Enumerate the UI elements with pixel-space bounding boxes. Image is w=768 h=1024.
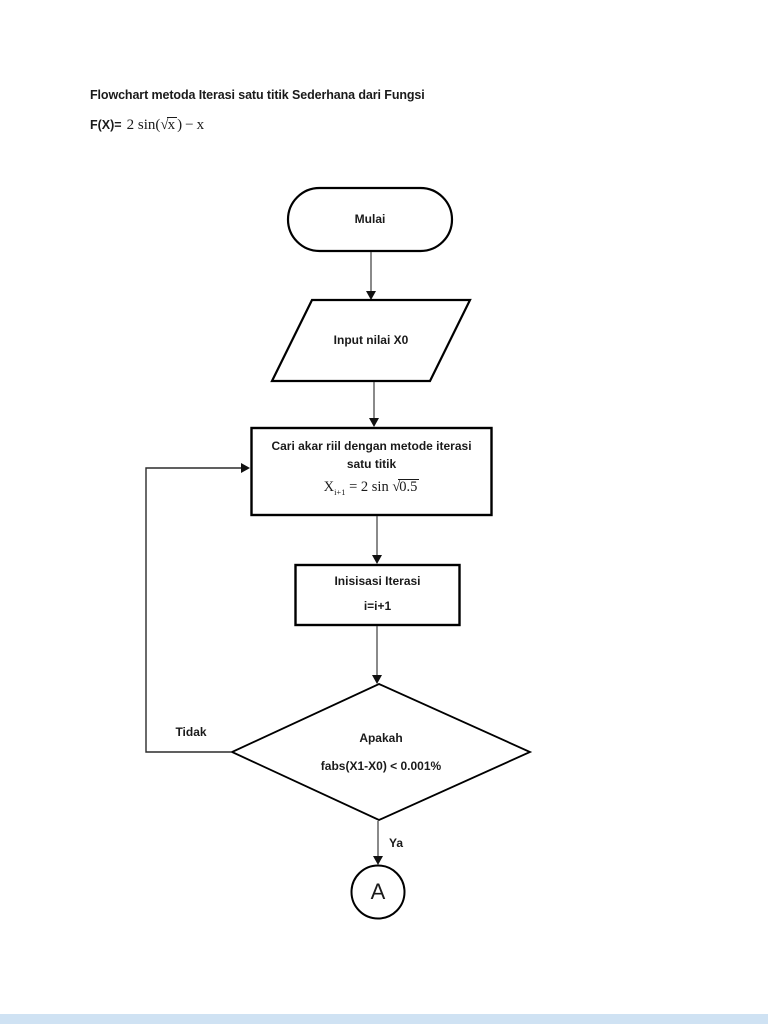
arrowhead-start-to-input-icon [366, 291, 376, 300]
process-formula-subscript: i+1 [334, 486, 346, 497]
start-terminator-shape [286, 186, 454, 253]
arrowhead-process-to-init-icon [372, 555, 382, 564]
init-line1: Inisisasi Iterasi [334, 574, 421, 588]
init-rect-text: Inisisasi Iterasi i=i+1 [295, 565, 460, 625]
page-title: Flowchart metoda Iterasi satu titik Sede… [90, 88, 425, 102]
formula-radicand: x [166, 116, 178, 133]
process-formula-var: X [323, 479, 335, 495]
function-formula: F(X)= 2 sin ( √ x ) − x [90, 112, 204, 138]
connector-circle-label: A [370, 879, 386, 904]
edge-label-tidak: Tidak [175, 725, 207, 739]
decision-line2: fabs(X1-X0) < 0.001% [320, 759, 442, 773]
process-radical-sign: √ [392, 479, 401, 495]
arrowhead-input-to-process-icon [369, 418, 379, 427]
loop-tidak-line [145, 467, 241, 753]
process-formula: Xi+1 = 2 sin √0.5 [251, 475, 492, 504]
input-parallelogram-shape [270, 298, 472, 383]
arrowhead-loop-tidak-icon [241, 463, 250, 473]
init-line2: i=i+1 [363, 599, 392, 613]
arrowhead-init-to-decision-icon [372, 675, 382, 684]
formula-open-paren: ( [155, 116, 161, 133]
formula-minus: − [185, 116, 194, 133]
formula-close-paren: ) [177, 116, 183, 133]
start-terminator-label: Mulai [354, 211, 386, 226]
page-bottom-bar [0, 1014, 768, 1024]
input-parallelogram-label: Input nilai X0 [333, 332, 409, 347]
edge-label-ya: Ya [389, 836, 404, 850]
process-line2: satu titik [346, 457, 397, 471]
process-formula-radicand: 0.5 [398, 479, 420, 495]
process-line1: Cari akar riil dengan metode iterasi [271, 439, 472, 453]
process-rect-text: Cari akar riil dengan metode iterasi sat… [251, 428, 492, 515]
radical-sign: √ [160, 116, 169, 133]
formula-tail: x [196, 116, 205, 133]
formula-coef: 2 sin [126, 116, 156, 133]
formula-lhs: F(X)= [90, 118, 122, 132]
decision-diamond-shape [229, 683, 533, 821]
connector-circle-shape [350, 864, 406, 920]
init-rect-shape [294, 563, 461, 627]
process-formula-eq: = 2 sin [345, 479, 393, 495]
arrowhead-decision-to-connector-icon [373, 856, 383, 865]
process-rect-shape [250, 426, 493, 517]
decision-line1: Apakah [359, 731, 403, 745]
